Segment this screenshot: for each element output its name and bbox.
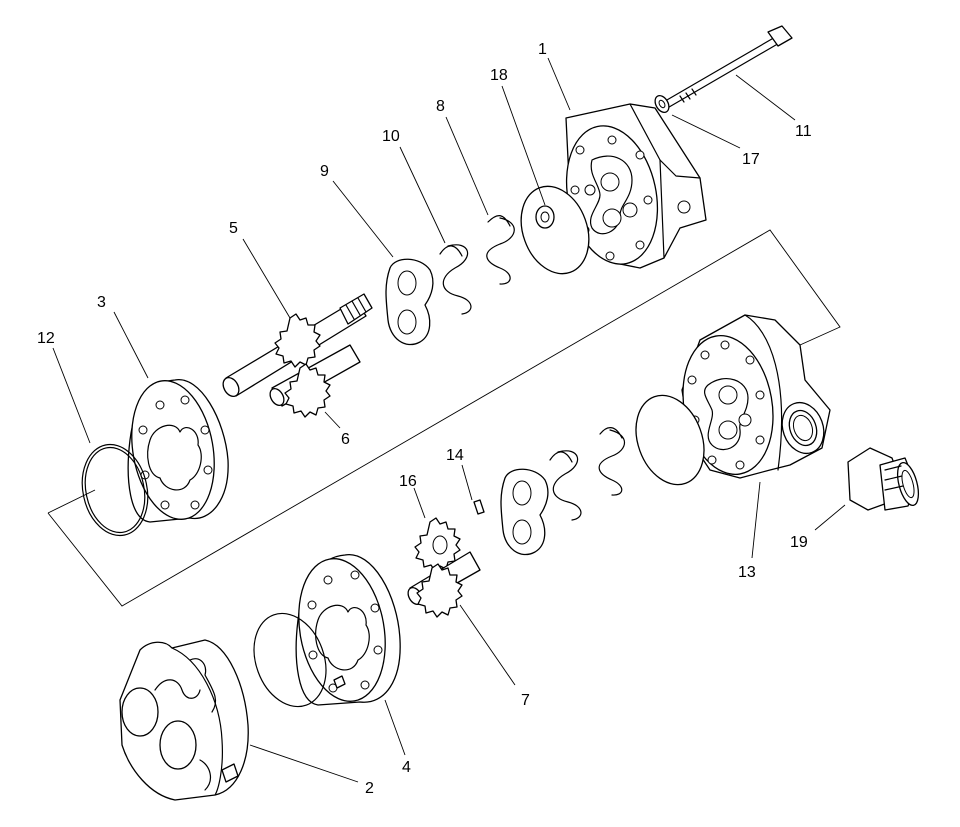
bolt-part-11 xyxy=(659,25,793,111)
label-part-10: 10 xyxy=(382,128,400,145)
pump-body-part-13 xyxy=(681,314,831,479)
seal-part-10 xyxy=(439,244,472,315)
callout-labels: 1 18 8 10 9 5 3 12 6 11 17 14 16 7 13 19… xyxy=(37,41,812,797)
o-ring-lower-left xyxy=(253,612,327,708)
label-part-7: 7 xyxy=(521,692,530,709)
wire-seal-lower-b xyxy=(549,450,582,521)
label-part-1: 1 xyxy=(538,41,547,58)
label-part-18: 18 xyxy=(490,67,508,84)
label-part-2: 2 xyxy=(365,780,374,797)
seal-part-18 xyxy=(520,185,590,275)
label-part-9: 9 xyxy=(320,163,329,180)
gear-shaft-part-7 xyxy=(407,551,481,618)
gear-housing-part-4 xyxy=(295,554,401,706)
label-part-19: 19 xyxy=(790,534,808,551)
o-ring-lower-right xyxy=(635,394,705,486)
wire-seal-lower-a xyxy=(598,427,626,496)
label-part-6: 6 xyxy=(341,431,350,448)
wire-seal-part-8 xyxy=(486,215,515,285)
label-part-16: 16 xyxy=(399,473,417,490)
end-cover-part-1 xyxy=(565,103,707,269)
label-part-4: 4 xyxy=(402,759,411,776)
label-part-17: 17 xyxy=(742,151,760,168)
pin-part-14 xyxy=(473,499,485,515)
assembly-guide-line-end xyxy=(47,489,96,514)
thrust-plate-lower xyxy=(500,468,549,556)
gear-housing-part-3 xyxy=(127,379,229,523)
label-part-8: 8 xyxy=(436,98,445,115)
drive-shaft-part-5 xyxy=(222,293,373,397)
label-part-5: 5 xyxy=(229,220,238,237)
label-part-13: 13 xyxy=(738,564,756,581)
label-part-3: 3 xyxy=(97,294,106,311)
fitting-part-19 xyxy=(847,447,920,511)
driven-gear-part-6 xyxy=(269,344,361,418)
thrust-plate-part-9 xyxy=(385,258,434,346)
leader-lines xyxy=(52,57,846,783)
label-part-11: 11 xyxy=(795,123,812,140)
end-body-part-2 xyxy=(119,639,249,801)
label-part-14: 14 xyxy=(446,447,464,464)
label-part-12: 12 xyxy=(37,330,55,347)
o-ring-part-12 xyxy=(81,443,149,537)
washer-part-17 xyxy=(654,94,670,114)
assembly-guide-line xyxy=(47,229,841,607)
